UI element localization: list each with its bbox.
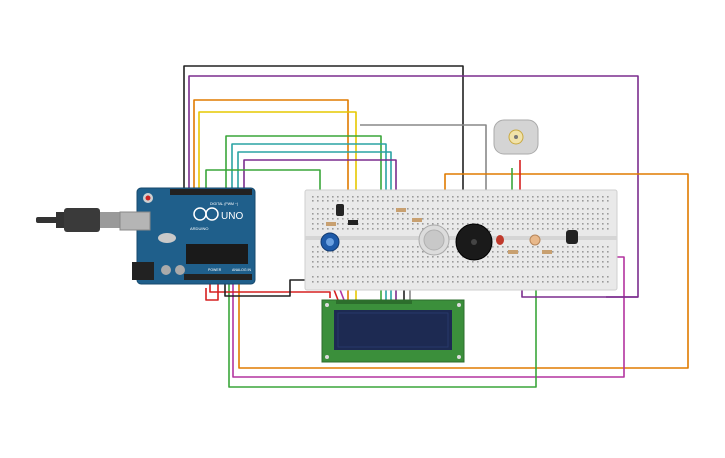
gas-sensor[interactable]	[418, 224, 450, 256]
uno-label: UNO	[221, 211, 243, 222]
lcd-16x2[interactable]	[321, 299, 465, 363]
usb-cable	[36, 208, 122, 232]
power-label: POWER	[208, 268, 222, 272]
atmega-chip	[186, 244, 248, 264]
photoresistor[interactable]	[529, 234, 541, 246]
wire-orange-right	[238, 173, 689, 369]
analog-label: ANALOG IN	[232, 268, 252, 272]
wire-green-bottom	[228, 240, 537, 388]
dc-motor[interactable]	[493, 119, 539, 155]
arduino-brand: ARDUINO	[190, 226, 208, 231]
wire-black-gnd	[224, 279, 330, 297]
transistor	[348, 220, 358, 225]
svg-text:+: +	[488, 230, 492, 236]
potentiometer-component[interactable]	[320, 232, 340, 252]
resistor-1	[326, 222, 336, 226]
temperature-sensor[interactable]	[336, 204, 344, 216]
resistor-3	[412, 218, 422, 222]
resistor-4	[508, 250, 518, 254]
piezo-buzzer[interactable]: +	[455, 223, 493, 261]
tilt-sensor[interactable]	[566, 230, 578, 244]
wire-black-top	[183, 65, 464, 210]
resistor-5	[542, 250, 552, 254]
digital-header	[170, 189, 252, 195]
wire-red-power	[205, 282, 219, 301]
red-led[interactable]	[496, 235, 504, 245]
arduino-uno[interactable]: UNO ARDUINO DIGITAL (PWM ~) POWER ANALOG…	[119, 187, 256, 285]
resistor-2	[396, 208, 406, 212]
wire-gray	[360, 124, 487, 210]
breadboard-holes	[312, 196, 609, 283]
wire-red-lcd	[209, 282, 331, 298]
analog-header	[184, 274, 252, 280]
digital-label: DIGITAL (PWM ~)	[210, 202, 238, 206]
